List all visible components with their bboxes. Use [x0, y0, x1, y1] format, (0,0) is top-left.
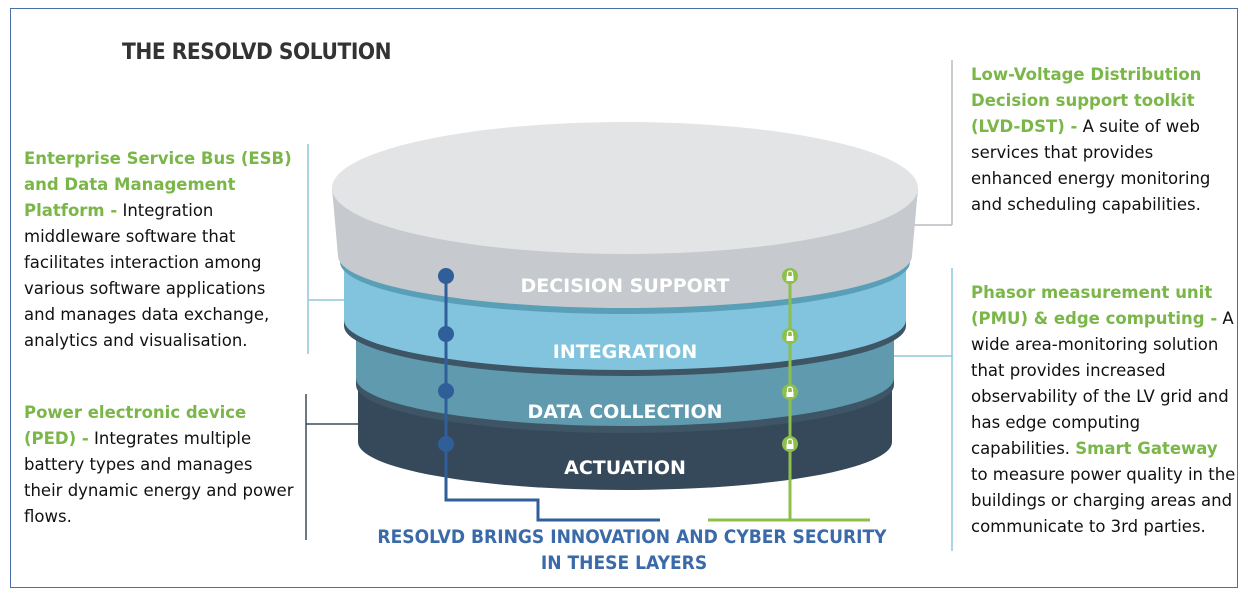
ped-body: Integrates multiple battery types and ma…: [24, 429, 294, 526]
innovation-line: [438, 268, 660, 522]
cylinder-top: [332, 122, 918, 254]
esb-description: Enterprise Service Bus (ESB) and Data Ma…: [24, 146, 294, 354]
caption-line-2: IN THESE LAYERS: [540, 552, 708, 574]
gateway-body: to measure power quality in the building…: [971, 465, 1236, 536]
lvd-heading: Low-Voltage Distribution Decision suppor…: [971, 65, 1202, 136]
security-line: [708, 268, 870, 522]
esb-body: Integration middleware software that fac…: [24, 201, 270, 350]
lvd-description: Low-Voltage Distribution Decision suppor…: [971, 62, 1233, 218]
innovation-caption: RESOLVD BRINGS INNOVATION AND CYBER SECU…: [377, 524, 887, 576]
gateway-heading: Smart Gateway: [1075, 439, 1218, 458]
ped-heading: Power electronic device (PED) -: [24, 403, 247, 448]
dot-icon: [438, 383, 454, 399]
page-title: THE RESOLVD SOLUTION: [122, 40, 392, 65]
dot-icon: [438, 436, 454, 452]
layer-label-actuation: ACTUATION: [564, 457, 686, 479]
lock-icon: [782, 268, 798, 284]
caption-line-1: RESOLVD BRINGS INNOVATION AND CYBER SECU…: [377, 526, 887, 548]
dot-icon: [438, 326, 454, 342]
esb-heading: Enterprise Service Bus (ESB) and Data Ma…: [24, 149, 292, 220]
decision-support-layer: [332, 122, 918, 314]
lvd-body: A suite of web services that provides en…: [971, 117, 1211, 214]
pmu-body: A wide area-monitoring solution that pro…: [971, 309, 1234, 458]
lock-icon: [782, 328, 798, 344]
lock-icon: [782, 436, 798, 452]
ped-description: Power electronic device (PED) - Integrat…: [24, 400, 294, 530]
connector-lines: [307, 144, 953, 551]
pmu-description: Phasor measurement unit (PMU) & edge com…: [971, 280, 1239, 540]
dot-icon: [438, 268, 454, 284]
lock-icon: [782, 384, 798, 400]
layer-label-decision-support: DECISION SUPPORT: [520, 275, 729, 297]
layer-label-data-collection: DATA COLLECTION: [527, 401, 722, 423]
pmu-heading: Phasor measurement unit (PMU) & edge com…: [971, 283, 1218, 328]
layer-label-integration: INTEGRATION: [553, 341, 697, 363]
diagram-frame: [10, 8, 1238, 588]
